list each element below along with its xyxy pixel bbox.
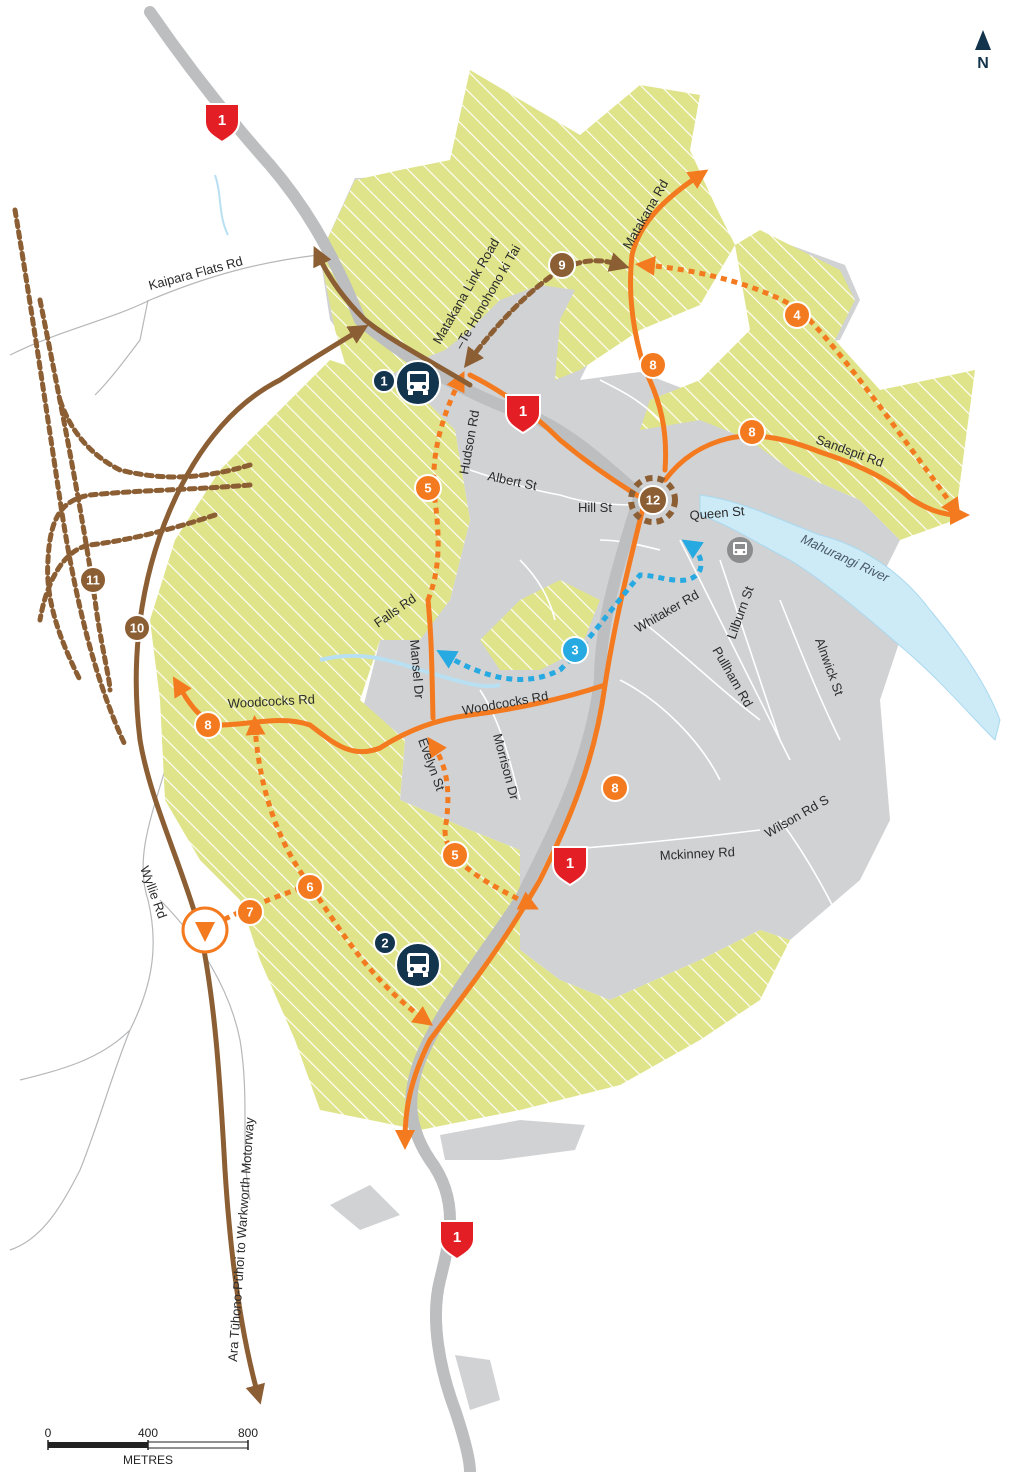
svg-text:12: 12 bbox=[646, 493, 660, 508]
svg-text:8: 8 bbox=[649, 358, 656, 373]
svg-text:N: N bbox=[977, 55, 989, 72]
bus-icon bbox=[407, 371, 429, 395]
bus-marker-1: 1 bbox=[372, 360, 441, 406]
marker-4: 4 bbox=[783, 301, 811, 329]
svg-text:10: 10 bbox=[130, 621, 144, 636]
svg-text:1: 1 bbox=[519, 403, 527, 420]
sh-shield-north: 1 bbox=[204, 103, 240, 144]
svg-text:2: 2 bbox=[381, 936, 388, 951]
marker-7: 7 bbox=[236, 898, 264, 926]
road-label: Hill St bbox=[578, 500, 612, 515]
svg-text:6: 6 bbox=[306, 880, 313, 895]
svg-text:9: 9 bbox=[558, 258, 565, 273]
north-arrow: N bbox=[975, 30, 991, 72]
scale-tick: 800 bbox=[238, 1426, 258, 1440]
marker-8-matakana: 8 bbox=[639, 351, 667, 379]
scale-unit: METRES bbox=[123, 1453, 173, 1467]
svg-text:7: 7 bbox=[246, 905, 253, 920]
marker-5-south: 5 bbox=[441, 841, 469, 869]
scale-tick: 400 bbox=[138, 1426, 158, 1440]
marker-10: 10 bbox=[123, 614, 151, 642]
svg-text:1: 1 bbox=[566, 855, 574, 872]
road-label: Woodcocks Rd bbox=[227, 691, 315, 711]
marker-12: 12 bbox=[638, 485, 668, 515]
marker-8-sh1: 8 bbox=[601, 774, 629, 802]
road-label: Wyllie Rd bbox=[137, 864, 170, 921]
sh-shield-south-mid: 1 bbox=[552, 846, 588, 887]
svg-text:1: 1 bbox=[380, 374, 387, 389]
scale-tick: 0 bbox=[45, 1426, 52, 1440]
scale-bar: 0 400 800 METRES bbox=[45, 1426, 259, 1467]
marker-8-woodcocks: 8 bbox=[194, 711, 222, 739]
marker-11: 11 bbox=[79, 566, 107, 594]
road-label: Mansel Dr bbox=[407, 639, 427, 700]
project-markers: 9 4 8 8 12 5 11 10 3 8 8 5 6 7 bbox=[79, 251, 811, 926]
interchange-icon bbox=[181, 906, 229, 954]
bus-marker-2: 2 bbox=[373, 931, 441, 988]
marker-3: 3 bbox=[561, 636, 589, 664]
svg-text:8: 8 bbox=[204, 718, 211, 733]
svg-text:3: 3 bbox=[571, 643, 578, 658]
junction-ring-12 bbox=[628, 475, 678, 525]
svg-text:1: 1 bbox=[218, 112, 226, 129]
marker-9: 9 bbox=[548, 251, 576, 279]
road-label: Queen St bbox=[689, 503, 745, 523]
svg-text:11: 11 bbox=[86, 573, 100, 588]
sh-shield-center: 1 bbox=[505, 394, 541, 435]
svg-text:5: 5 bbox=[424, 481, 431, 496]
bus-icon bbox=[407, 953, 429, 977]
svg-text:1: 1 bbox=[453, 1229, 461, 1246]
marker-6: 6 bbox=[296, 873, 324, 901]
bus-stop-icon bbox=[727, 537, 753, 563]
marker-8-sandspit: 8 bbox=[738, 418, 766, 446]
svg-text:8: 8 bbox=[748, 425, 755, 440]
svg-text:8: 8 bbox=[611, 781, 618, 796]
svg-text:4: 4 bbox=[793, 308, 801, 323]
road-label: Mckinney Rd bbox=[659, 844, 735, 863]
svg-text:5: 5 bbox=[451, 848, 458, 863]
marker-5-north: 5 bbox=[414, 474, 442, 502]
brown-projects bbox=[12, 207, 630, 1405]
state-highway-1 bbox=[144, 6, 647, 1472]
road-label: Kaipara Flats Rd bbox=[147, 253, 244, 293]
sh-shield-south: 1 bbox=[439, 1220, 475, 1261]
blue-dashed-project bbox=[436, 539, 704, 682]
